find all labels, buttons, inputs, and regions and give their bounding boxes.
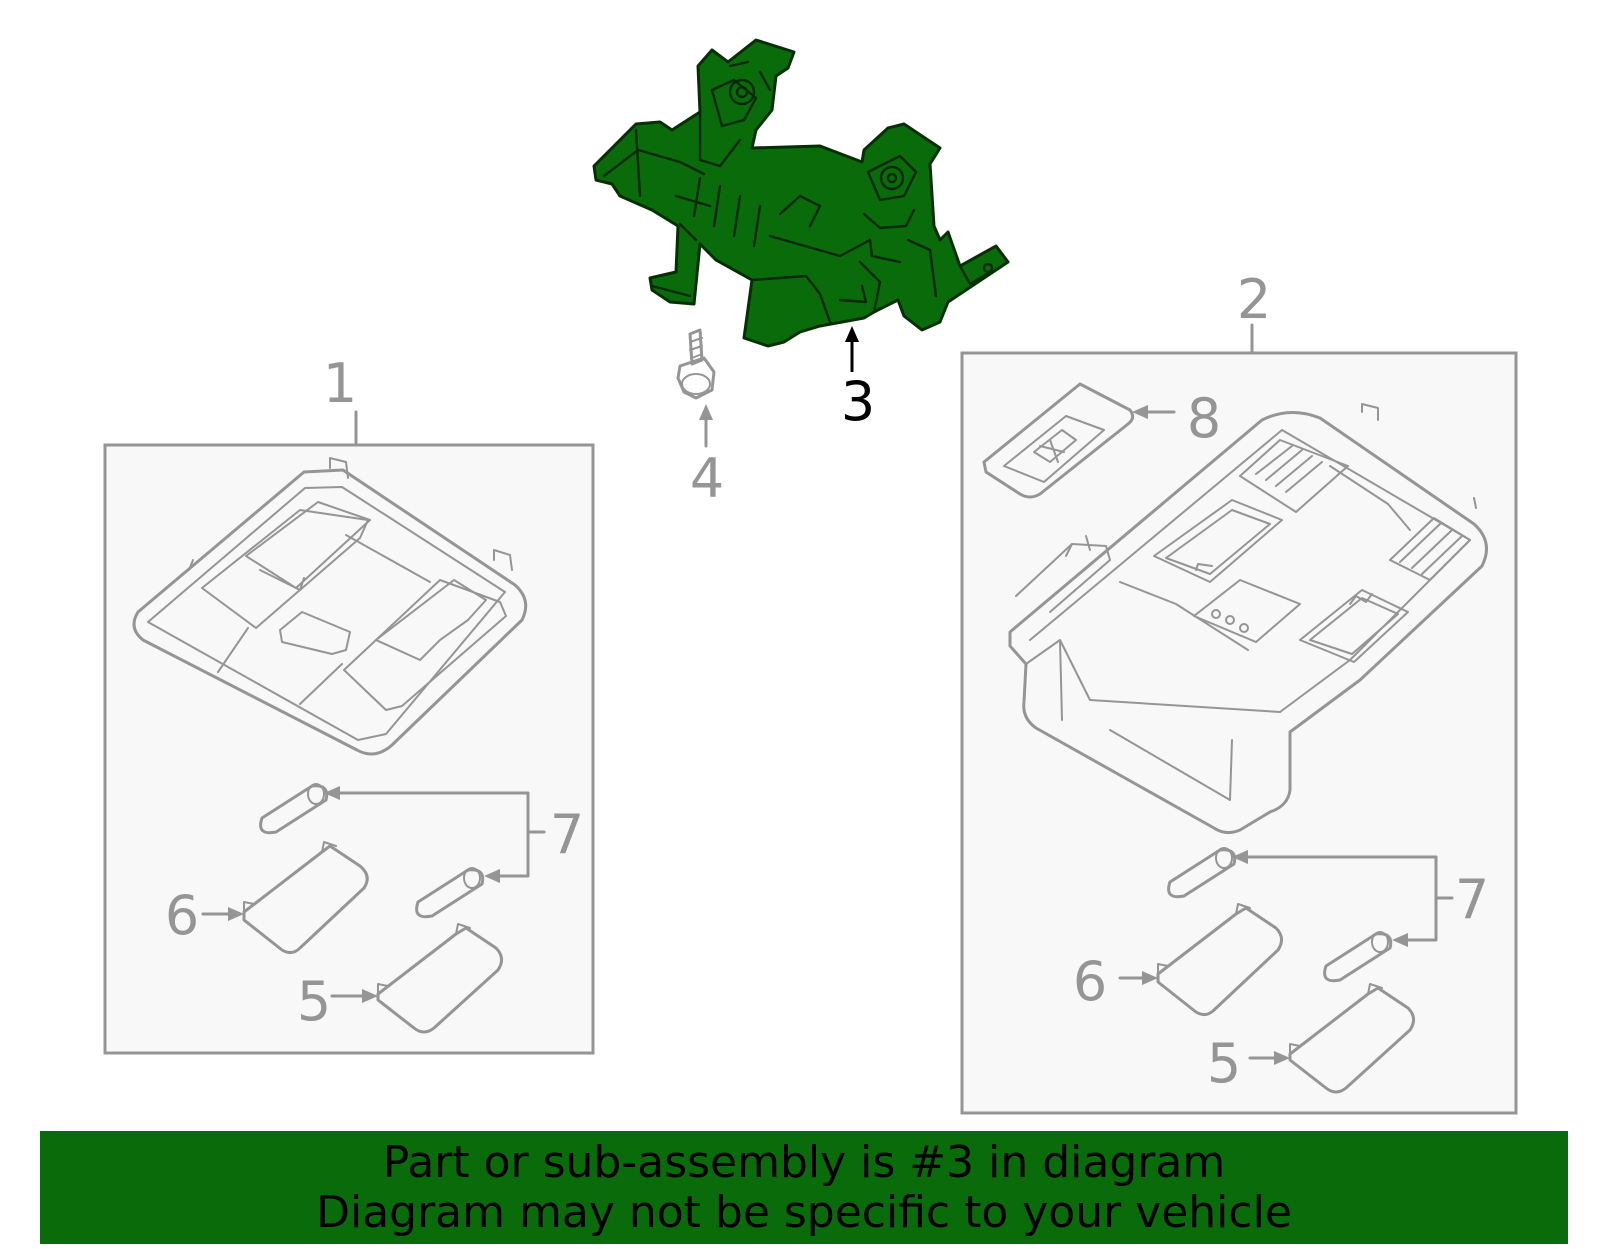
callout-3: 3 — [841, 370, 875, 433]
callout-7-left: 7 — [550, 803, 584, 866]
bolt-4[interactable]: 4 — [676, 328, 724, 510]
console-housing-1 — [132, 457, 528, 756]
bulb-7-left-b — [415, 867, 485, 919]
callout-7-right: 7 — [1455, 868, 1489, 931]
info-banner: Part or sub-assembly is #3 in diagram Di… — [40, 1131, 1568, 1244]
callout-5-right: 5 — [1207, 1032, 1241, 1095]
bulb-7-right-a — [1167, 847, 1237, 899]
switch-8 — [982, 382, 1135, 499]
console-housing-2 — [1008, 403, 1488, 835]
callout-6-right: 6 — [1073, 950, 1107, 1013]
callout-1: 1 — [323, 352, 357, 415]
assembly-1[interactable]: 1 7 — [103, 352, 595, 1055]
callout-6-left: 6 — [165, 884, 199, 947]
bulb-7-right-b — [1323, 931, 1393, 983]
lens-6-left — [242, 841, 369, 955]
assembly-2[interactable]: 2 8 — [960, 268, 1518, 1115]
bulb-7-left-a — [259, 783, 329, 835]
callout-5-left: 5 — [297, 970, 331, 1033]
callout-4: 4 — [690, 447, 724, 510]
lens-5-right — [1288, 983, 1415, 1094]
bracket-3-highlighted[interactable]: 3 — [592, 38, 1010, 433]
callout-8: 8 — [1187, 387, 1221, 450]
lens-6-right — [1156, 903, 1283, 1017]
banner-line-1: Part or sub-assembly is #3 in diagram — [382, 1137, 1226, 1188]
lens-5-left — [376, 923, 503, 1034]
callout-2: 2 — [1237, 268, 1271, 331]
banner-line-2: Diagram may not be specific to your vehi… — [316, 1187, 1292, 1238]
